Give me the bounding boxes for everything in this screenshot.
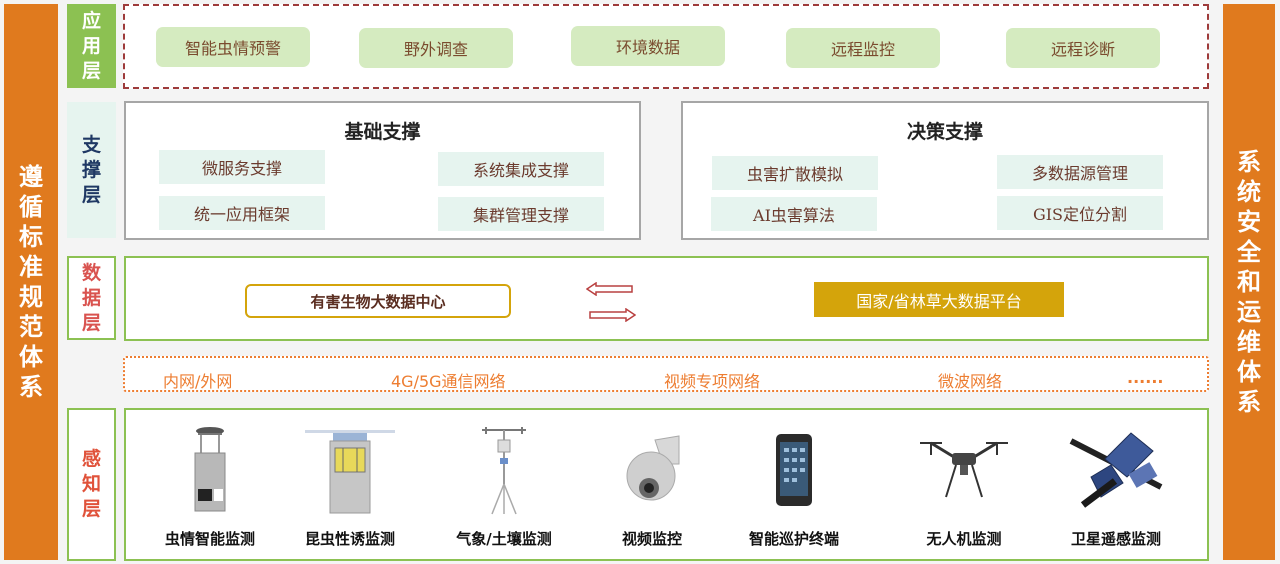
- support-item-cluster-management[interactable]: 集群管理支撑: [438, 197, 604, 231]
- left-bar-char: 遵: [19, 163, 43, 191]
- device-handheld-terminal[interactable]: 智能巡护终端: [724, 410, 864, 560]
- tag-char: 数: [81, 261, 101, 284]
- weather-station-icon: [482, 426, 526, 514]
- right-bar-char: 安: [1237, 208, 1261, 236]
- tag-char: 层: [81, 59, 101, 82]
- support-item-multi-source[interactable]: 多数据源管理: [997, 155, 1163, 189]
- left-bar-char: 标: [19, 223, 43, 251]
- right-security-bar: 系 统 安 全 和 运 维 体 系: [1223, 4, 1275, 560]
- tag-char: 感: [81, 448, 101, 470]
- tag-char: 撑: [81, 158, 101, 181]
- device-satellite[interactable]: 卫星遥感监测: [1046, 410, 1186, 560]
- right-bar-char: 体: [1237, 358, 1261, 386]
- app-item-field-survey[interactable]: 野外调查: [359, 28, 513, 68]
- drone-icon: [920, 441, 1008, 497]
- insect-monitor-icon: [194, 426, 226, 511]
- device-label: 卫星遥感监测: [1070, 530, 1161, 548]
- handheld-terminal-icon: [776, 433, 812, 506]
- right-bar-char: 系: [1237, 148, 1261, 176]
- right-bar-char: 系: [1237, 388, 1261, 416]
- app-item-remote-monitor[interactable]: 远程监控: [786, 28, 940, 68]
- national-big-data-platform-box[interactable]: 国家/省林草大数据平台: [814, 282, 1064, 317]
- network-more: ......: [1127, 368, 1164, 387]
- app-layer-tag: 应 用 层: [67, 4, 116, 88]
- device-insect-monitor[interactable]: 虫情智能监测: [140, 410, 280, 560]
- device-drone[interactable]: 无人机监测: [894, 410, 1034, 560]
- right-bar-char: 和: [1237, 268, 1261, 296]
- basic-support-title: 基础支撑: [344, 121, 421, 143]
- app-item-remote-diagnosis[interactable]: 远程诊断: [1006, 28, 1160, 68]
- left-bar-char: 体: [19, 343, 43, 371]
- tag-char: 据: [81, 286, 101, 309]
- perception-layer-panel: 虫情智能监测 昆虫性诱监测: [124, 408, 1209, 561]
- support-item-system-integration[interactable]: 系统集成支撑: [438, 152, 604, 186]
- device-pheromone-trap[interactable]: 昆虫性诱监测: [280, 410, 420, 560]
- left-bar-char: 范: [19, 313, 43, 341]
- support-layer-tag: 支 撑 层: [67, 102, 116, 238]
- satellite-icon: [1069, 431, 1163, 508]
- app-item-environment-data[interactable]: 环境数据: [571, 26, 725, 66]
- right-bar-char: 运: [1237, 298, 1261, 326]
- arrow-left-icon: [586, 282, 633, 296]
- tag-char: 知: [81, 473, 101, 495]
- device-label: 智能巡护终端: [748, 530, 839, 548]
- basic-support-panel: 基础支撑 微服务支撑 系统集成支撑 统一应用框架 集群管理支撑: [124, 101, 641, 240]
- device-label: 气象/土壤监测: [456, 530, 552, 548]
- dome-camera-icon: [626, 434, 680, 500]
- app-layer-panel: 智能虫情预警 野外调查 环境数据 远程监控 远程诊断: [123, 4, 1209, 89]
- data-layer-panel: 有害生物大数据中心 国家/省林草大数据平台: [124, 256, 1209, 341]
- tag-char: 应: [81, 9, 101, 32]
- left-bar-char: 系: [19, 373, 43, 401]
- decision-support-title: 决策支撑: [906, 121, 983, 143]
- support-item-gis-positioning[interactable]: GIS定位分割: [997, 196, 1163, 230]
- left-bar-char: 规: [19, 283, 43, 311]
- support-item-pest-spread-sim[interactable]: 虫害扩散模拟: [712, 156, 878, 190]
- support-item-microservice[interactable]: 微服务支撑: [159, 150, 325, 184]
- support-item-unified-framework[interactable]: 统一应用框架: [159, 196, 325, 230]
- tag-char: 层: [81, 311, 101, 334]
- right-bar-char: 统: [1237, 178, 1261, 206]
- left-bar-char: 循: [19, 193, 43, 221]
- pest-data-center-box[interactable]: 有害生物大数据中心: [245, 284, 511, 318]
- network-row: 内网/外网 4G/5G通信网络 视频专项网络 微波网络 ......: [123, 356, 1209, 392]
- network-video: 视频专项网络: [664, 372, 761, 391]
- pheromone-trap-icon: [305, 429, 395, 513]
- tag-char: 层: [81, 498, 101, 520]
- left-standards-bar: 遵 循 标 准 规 范 体 系: [4, 4, 58, 560]
- tag-char: 用: [81, 34, 101, 57]
- left-bar-char: 准: [19, 253, 43, 281]
- right-bar-char: 维: [1237, 328, 1261, 356]
- device-label: 虫情智能监测: [164, 530, 255, 548]
- device-label: 视频监控: [621, 530, 682, 548]
- decision-support-panel: 决策支撑 虫害扩散模拟 多数据源管理 AI虫害算法 GIS定位分割: [681, 101, 1209, 240]
- network-4g5g: 4G/5G通信网络: [391, 372, 506, 391]
- perception-layer-tag: 感 知 层: [67, 408, 116, 561]
- app-item-pest-warning[interactable]: 智能虫情预警: [156, 27, 310, 67]
- support-item-ai-pest-algorithm[interactable]: AI虫害算法: [711, 197, 877, 231]
- device-weather-station[interactable]: 气象/土壤监测: [434, 410, 574, 560]
- device-label: 昆虫性诱监测: [304, 530, 395, 548]
- arrow-right-icon: [589, 308, 636, 322]
- network-intranet: 内网/外网: [163, 372, 233, 391]
- right-bar-char: 全: [1237, 238, 1261, 266]
- device-label: 无人机监测: [926, 530, 1002, 548]
- device-video-camera[interactable]: 视频监控: [582, 410, 722, 560]
- network-microwave: 微波网络: [938, 372, 1003, 391]
- tag-char: 支: [81, 133, 101, 156]
- tag-char: 层: [81, 183, 101, 206]
- data-layer-tag: 数 据 层: [67, 256, 116, 340]
